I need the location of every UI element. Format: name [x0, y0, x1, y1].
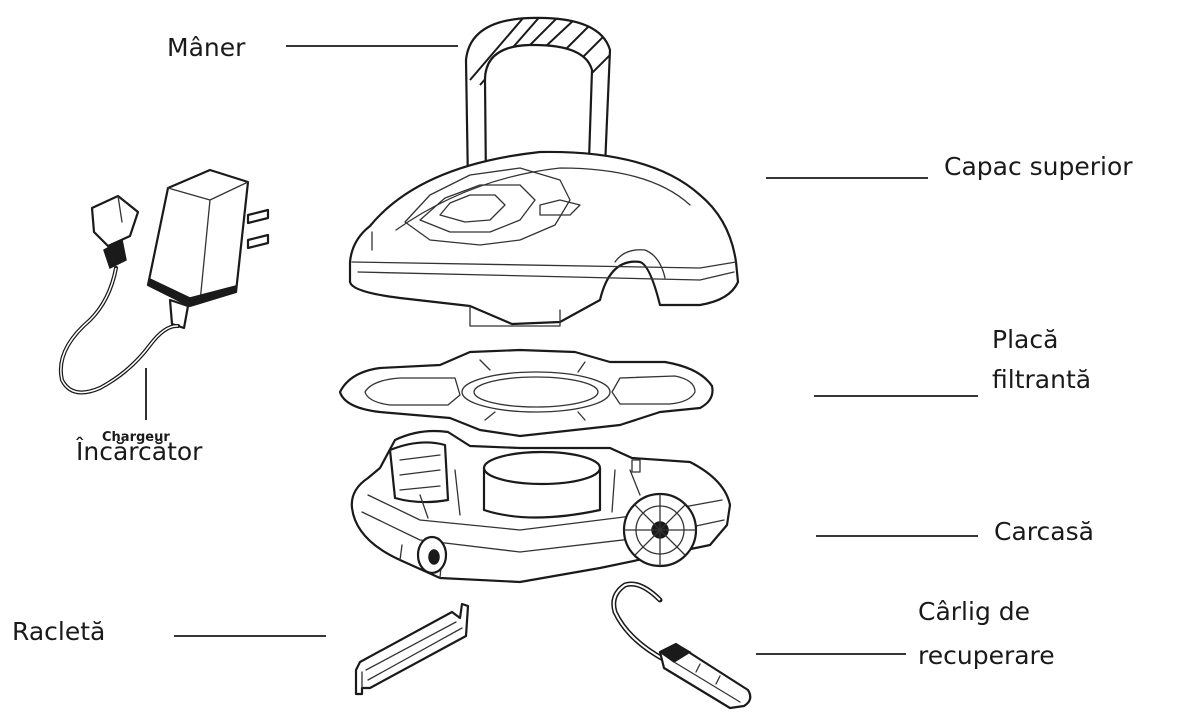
filter-plate-part [338, 348, 714, 438]
top-cover-label: Capac superior [944, 152, 1133, 181]
charger-label-fr: Chargeur [102, 430, 170, 445]
housing-part [350, 429, 732, 584]
handle-label: Mâner [167, 33, 246, 62]
retrieval-hook-part [611, 581, 752, 710]
scraper-part [354, 602, 470, 696]
hook-label-line1: Cârlig de [918, 597, 1030, 626]
scraper-label: Racletă [12, 617, 105, 646]
charger-part [58, 168, 270, 395]
charger-label: Încărcător [75, 437, 203, 466]
filter-plate-label-line1: Placă [992, 325, 1058, 354]
housing-label: Carcasă [994, 517, 1094, 546]
filter-plate-label-line2: filtrantă [992, 365, 1091, 394]
hook-label-line2: recuperare [918, 641, 1055, 670]
top-cover-part [348, 150, 740, 327]
